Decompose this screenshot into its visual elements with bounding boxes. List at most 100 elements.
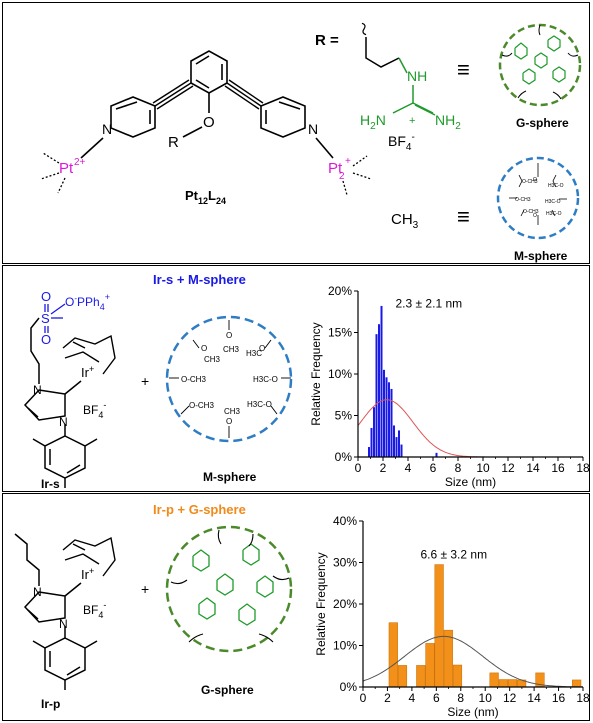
- equiv-sign-bottom: ≡: [457, 204, 470, 229]
- x-tick-label: 2: [380, 461, 387, 475]
- y-tick-label: 10%: [333, 639, 357, 653]
- sulfonate-o-pph4: O-PPh4+: [65, 292, 110, 312]
- svg-text:O: O: [259, 344, 265, 353]
- y-tick-label: 0%: [335, 450, 353, 464]
- y-tick-label: 20%: [333, 597, 357, 611]
- x-tick-label: 8: [457, 691, 464, 705]
- svg-text:O: O: [226, 417, 232, 426]
- right-pt-subscript: 2: [339, 171, 345, 182]
- svg-text:O-CH3: O-CH3: [515, 197, 531, 203]
- imidazole-ring-b: [23, 389, 66, 421]
- x-tick-label: 8: [455, 461, 462, 475]
- panel-c-title: Ir-p + G-sphere: [153, 502, 246, 517]
- g-sphere-large: [165, 525, 293, 653]
- right-pyridine-ring: [260, 96, 306, 138]
- x-tick-label: 10: [476, 461, 490, 475]
- svg-text:CH3: CH3: [204, 355, 221, 364]
- svg-text:O-CH3: O-CH3: [181, 375, 206, 384]
- imidazole-n1-b: N: [33, 383, 42, 397]
- y-tick-label: 0%: [340, 680, 358, 694]
- x-tick-label: 4: [405, 461, 412, 475]
- svg-text:H3C: H3C: [246, 349, 262, 358]
- r-equals-label: R =: [315, 32, 339, 49]
- svg-text:O: O: [533, 213, 537, 219]
- x-tick-label: 14: [527, 691, 541, 705]
- bf4-b: BF4-: [83, 400, 106, 420]
- panel-b-ir-s: Ir-s + M-sphere O S O-PPh4+ O N N Ir+ BF…: [2, 265, 590, 492]
- x-tick-label: 12: [501, 461, 515, 475]
- histogram-bar: [434, 564, 444, 688]
- histogram-bar: [388, 382, 390, 457]
- histogram-bar: [373, 407, 375, 457]
- svg-text:O-CH3: O-CH3: [523, 209, 539, 215]
- guanidine-nh: NH: [407, 68, 427, 84]
- panel-c-ir-p: Ir-p + G-sphere N N Ir+ BF4- Ir-p +: [2, 493, 590, 721]
- guanidine-plus: +: [409, 115, 415, 127]
- histogram-bar: [416, 665, 426, 688]
- svg-text:CH3: CH3: [223, 345, 240, 354]
- y-tick-label: 40%: [333, 514, 357, 528]
- bf4-c: BF4-: [83, 600, 106, 620]
- svg-text:CH3: CH3: [224, 407, 241, 416]
- x-tick-label: 16: [552, 691, 566, 705]
- y-tick-label: 15%: [328, 326, 352, 340]
- compound-label-b: Ir-s: [41, 477, 60, 491]
- histogram-bar: [572, 679, 582, 688]
- x-tick-label: 16: [551, 461, 565, 475]
- x-tick-label: 4: [409, 691, 416, 705]
- panel-b-title: Ir-s + M-sphere: [153, 272, 246, 287]
- x-axis-label: Size (nm): [445, 475, 496, 489]
- mesityl-ring-c: [32, 637, 98, 690]
- r-group-label: R: [168, 134, 179, 151]
- histogram-bar: [395, 437, 398, 457]
- compound-label-c: Ir-p: [41, 697, 60, 711]
- x-tick-label: 6: [433, 691, 440, 705]
- imidazole-n2-b: N: [59, 415, 68, 429]
- histogram-bar: [398, 430, 400, 457]
- histogram-bar: [378, 324, 380, 457]
- svg-text:O-CH3: O-CH3: [189, 401, 214, 410]
- svg-text:H3C-O: H3C-O: [253, 375, 278, 384]
- left-pt-charge: 2+: [74, 157, 86, 168]
- iridium-label-c: Ir+: [81, 566, 94, 582]
- panel-a-structure: O R N Pt 2+ N Pt 2 + Pt12L24 R = NH: [2, 2, 590, 264]
- svg-text:O: O: [201, 344, 207, 353]
- imidazole-ring-c: [23, 591, 66, 623]
- histogram-bar: [489, 672, 499, 688]
- svg-text:H3C-O: H3C-O: [545, 199, 561, 205]
- x-tick-label: 12: [503, 691, 517, 705]
- plus-sign-c: +: [141, 581, 149, 597]
- cod-ligand-c: [62, 536, 116, 577]
- histogram-bar: [388, 622, 398, 688]
- sulfonate-s: S: [41, 311, 50, 326]
- guanidine-bonds: [392, 85, 436, 116]
- right-pt-label: Pt: [328, 160, 343, 177]
- equiv-sign-top: ≡: [457, 57, 470, 82]
- plus-sign-b: +: [141, 373, 149, 389]
- iridium-label-b: Ir+: [81, 364, 94, 380]
- x-axis-label: Size (nm): [447, 705, 498, 719]
- g-sphere-top: [498, 23, 582, 107]
- svg-text:H3C-O: H3C-O: [546, 211, 562, 217]
- bf4-counterion-a: BF4-: [388, 132, 415, 153]
- left-pyridine-n: N: [102, 121, 112, 137]
- svg-text:H3C-O: H3C-O: [548, 183, 564, 189]
- size-annotation: 2.3 ± 2.1 nm: [396, 297, 463, 311]
- x-tick-label: 2: [384, 691, 391, 705]
- propyl-chain-b: [30, 317, 40, 384]
- y-tick-label: 10%: [328, 367, 352, 381]
- svg-text:O: O: [226, 331, 232, 340]
- histogram-bar: [390, 388, 393, 457]
- histogram-bar: [435, 452, 438, 457]
- y-axis-label: Relative Frequency: [314, 552, 328, 655]
- methyl-label: CH3: [391, 211, 419, 231]
- x-tick-label: 18: [576, 691, 590, 705]
- alkyne-right: [224, 79, 264, 110]
- sphere-label-c: G-sphere: [201, 683, 254, 697]
- y-tick-label: 5%: [335, 409, 353, 423]
- histogram-bar: [370, 427, 373, 457]
- histogram-bar: [383, 369, 385, 457]
- x-tick-label: 0: [355, 461, 362, 475]
